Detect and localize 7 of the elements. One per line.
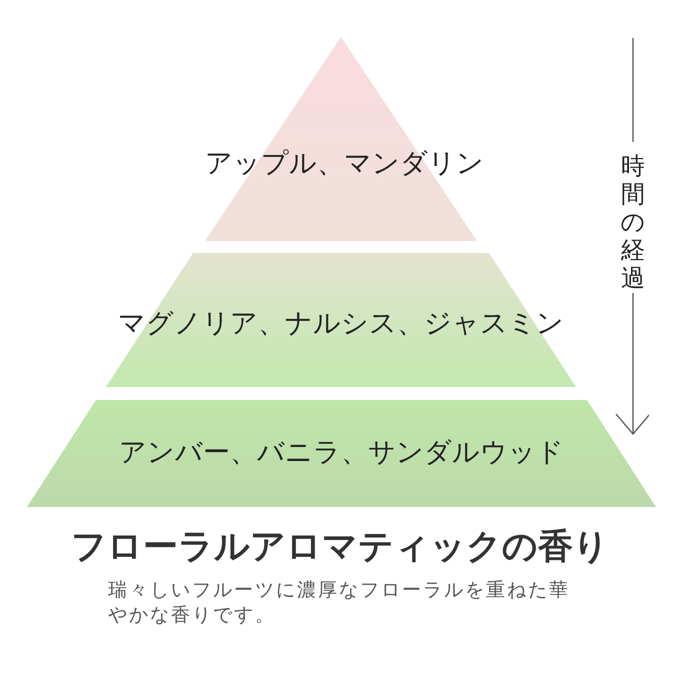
layer-label: アンバー、バニラ、サンダルウッド: [118, 436, 565, 470]
title: フローラルアロマティックの香り: [70, 526, 610, 569]
pyramid-layer: [27, 400, 656, 507]
caption: 瑞々しいフルーツに濃厚なフローラルを重ねた華やかな香りです。: [108, 578, 571, 628]
layer-label: マグノリア、ナルシス、ジャスミン: [117, 307, 565, 341]
time-label: 時間の経過: [620, 152, 646, 292]
pyramid-layer: [106, 253, 576, 387]
